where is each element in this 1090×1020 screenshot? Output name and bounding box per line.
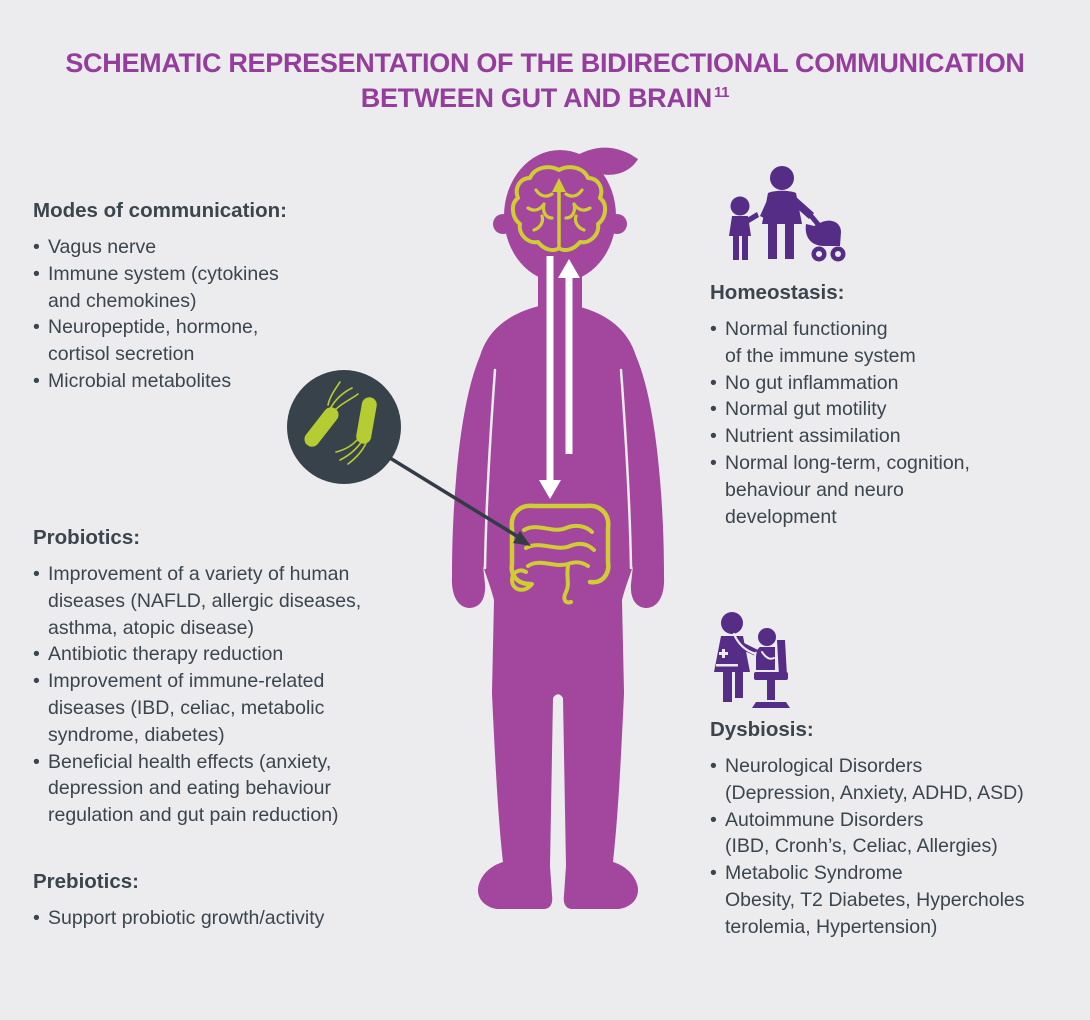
homeostasis-list: Normal functioning of the immune system … <box>710 316 1055 530</box>
brain-to-gut-down-arrow <box>539 256 561 499</box>
modes-list: Vagus nerve Immune system (cytokines and… <box>33 234 433 395</box>
section-homeostasis: Homeostasis: Normal functioning of the i… <box>710 280 1055 530</box>
modes-heading: Modes of communication: <box>33 199 287 222</box>
list-item: Autoimmune Disorders (IBD, Cronh’s, Celi… <box>710 807 1070 861</box>
list-item: Improvement of a variety of human diseas… <box>33 561 433 641</box>
ear-left-icon <box>493 214 513 234</box>
boy-silhouette <box>451 147 665 909</box>
homeostasis-heading: Homeostasis: <box>710 281 845 304</box>
list-item: Normal gut motility <box>710 396 1055 423</box>
list-item: Normal functioning of the immune system <box>710 316 1055 370</box>
ear-right-icon <box>607 214 627 234</box>
probiotics-heading: Probiotics: <box>33 526 141 549</box>
hair-icon <box>572 147 638 175</box>
list-item: Normal long-term, cognition, behaviour a… <box>710 450 1055 530</box>
section-dysbiosis: Dysbiosis: Neurological Disorders (Depre… <box>710 717 1070 941</box>
list-item: Antibiotic therapy reduction <box>33 641 433 668</box>
brain-icon <box>511 165 607 252</box>
list-item: No gut inflammation <box>710 370 1055 397</box>
list-item: Microbial metabolites <box>33 368 433 395</box>
list-item: Beneficial health effects (anxiety, depr… <box>33 749 433 829</box>
doctor-icon <box>714 612 790 708</box>
list-item: Vagus nerve <box>33 234 433 261</box>
body-outline <box>451 306 665 909</box>
bacteria-icon <box>304 381 377 465</box>
list-item: Nutrient assimilation <box>710 423 1055 450</box>
brain-arrow-icon <box>552 178 566 248</box>
reference-superscript: 11 <box>713 84 730 101</box>
prebiotics-heading: Prebiotics: <box>33 870 139 893</box>
gut-icon <box>509 503 611 605</box>
pointer-arrow-icon <box>389 456 531 546</box>
list-item: Metabolic Syndrome Obesity, T2 Diabetes,… <box>710 860 1070 940</box>
page-title: SCHEMATIC REPRESENTATION OF THE BIDIRECT… <box>0 46 1090 116</box>
list-item: Support probiotic growth/activity <box>33 905 433 932</box>
section-probiotics: Probiotics: Improvement of a variety of … <box>33 525 433 829</box>
section-prebiotics: Prebiotics: Support probiotic growth/act… <box>33 869 433 932</box>
list-item: Neuropeptide, hormone, cortisol secretio… <box>33 314 433 368</box>
list-item: Neurological Disorders (Depression, Anxi… <box>710 753 1070 807</box>
page-title-line2: BETWEEN GUT AND BRAIN <box>360 83 712 113</box>
magnifier-circle <box>287 370 531 546</box>
family-icon <box>729 166 846 262</box>
probiotics-list: Improvement of a variety of human diseas… <box>33 561 433 829</box>
prebiotics-list: Support probiotic growth/activity <box>33 905 433 932</box>
list-item: Immune system (cytokines and chemokines) <box>33 261 433 315</box>
dysbiosis-heading: Dysbiosis: <box>710 718 814 741</box>
dysbiosis-list: Neurological Disorders (Depression, Anxi… <box>710 753 1070 941</box>
page-title-line1: SCHEMATIC REPRESENTATION OF THE BIDIRECT… <box>65 48 1025 78</box>
list-item: Improvement of immune-related diseases (… <box>33 668 433 748</box>
section-modes-of-communication: Modes of communication: Vagus nerve Immu… <box>33 198 433 395</box>
gut-to-brain-up-arrow <box>558 259 580 454</box>
